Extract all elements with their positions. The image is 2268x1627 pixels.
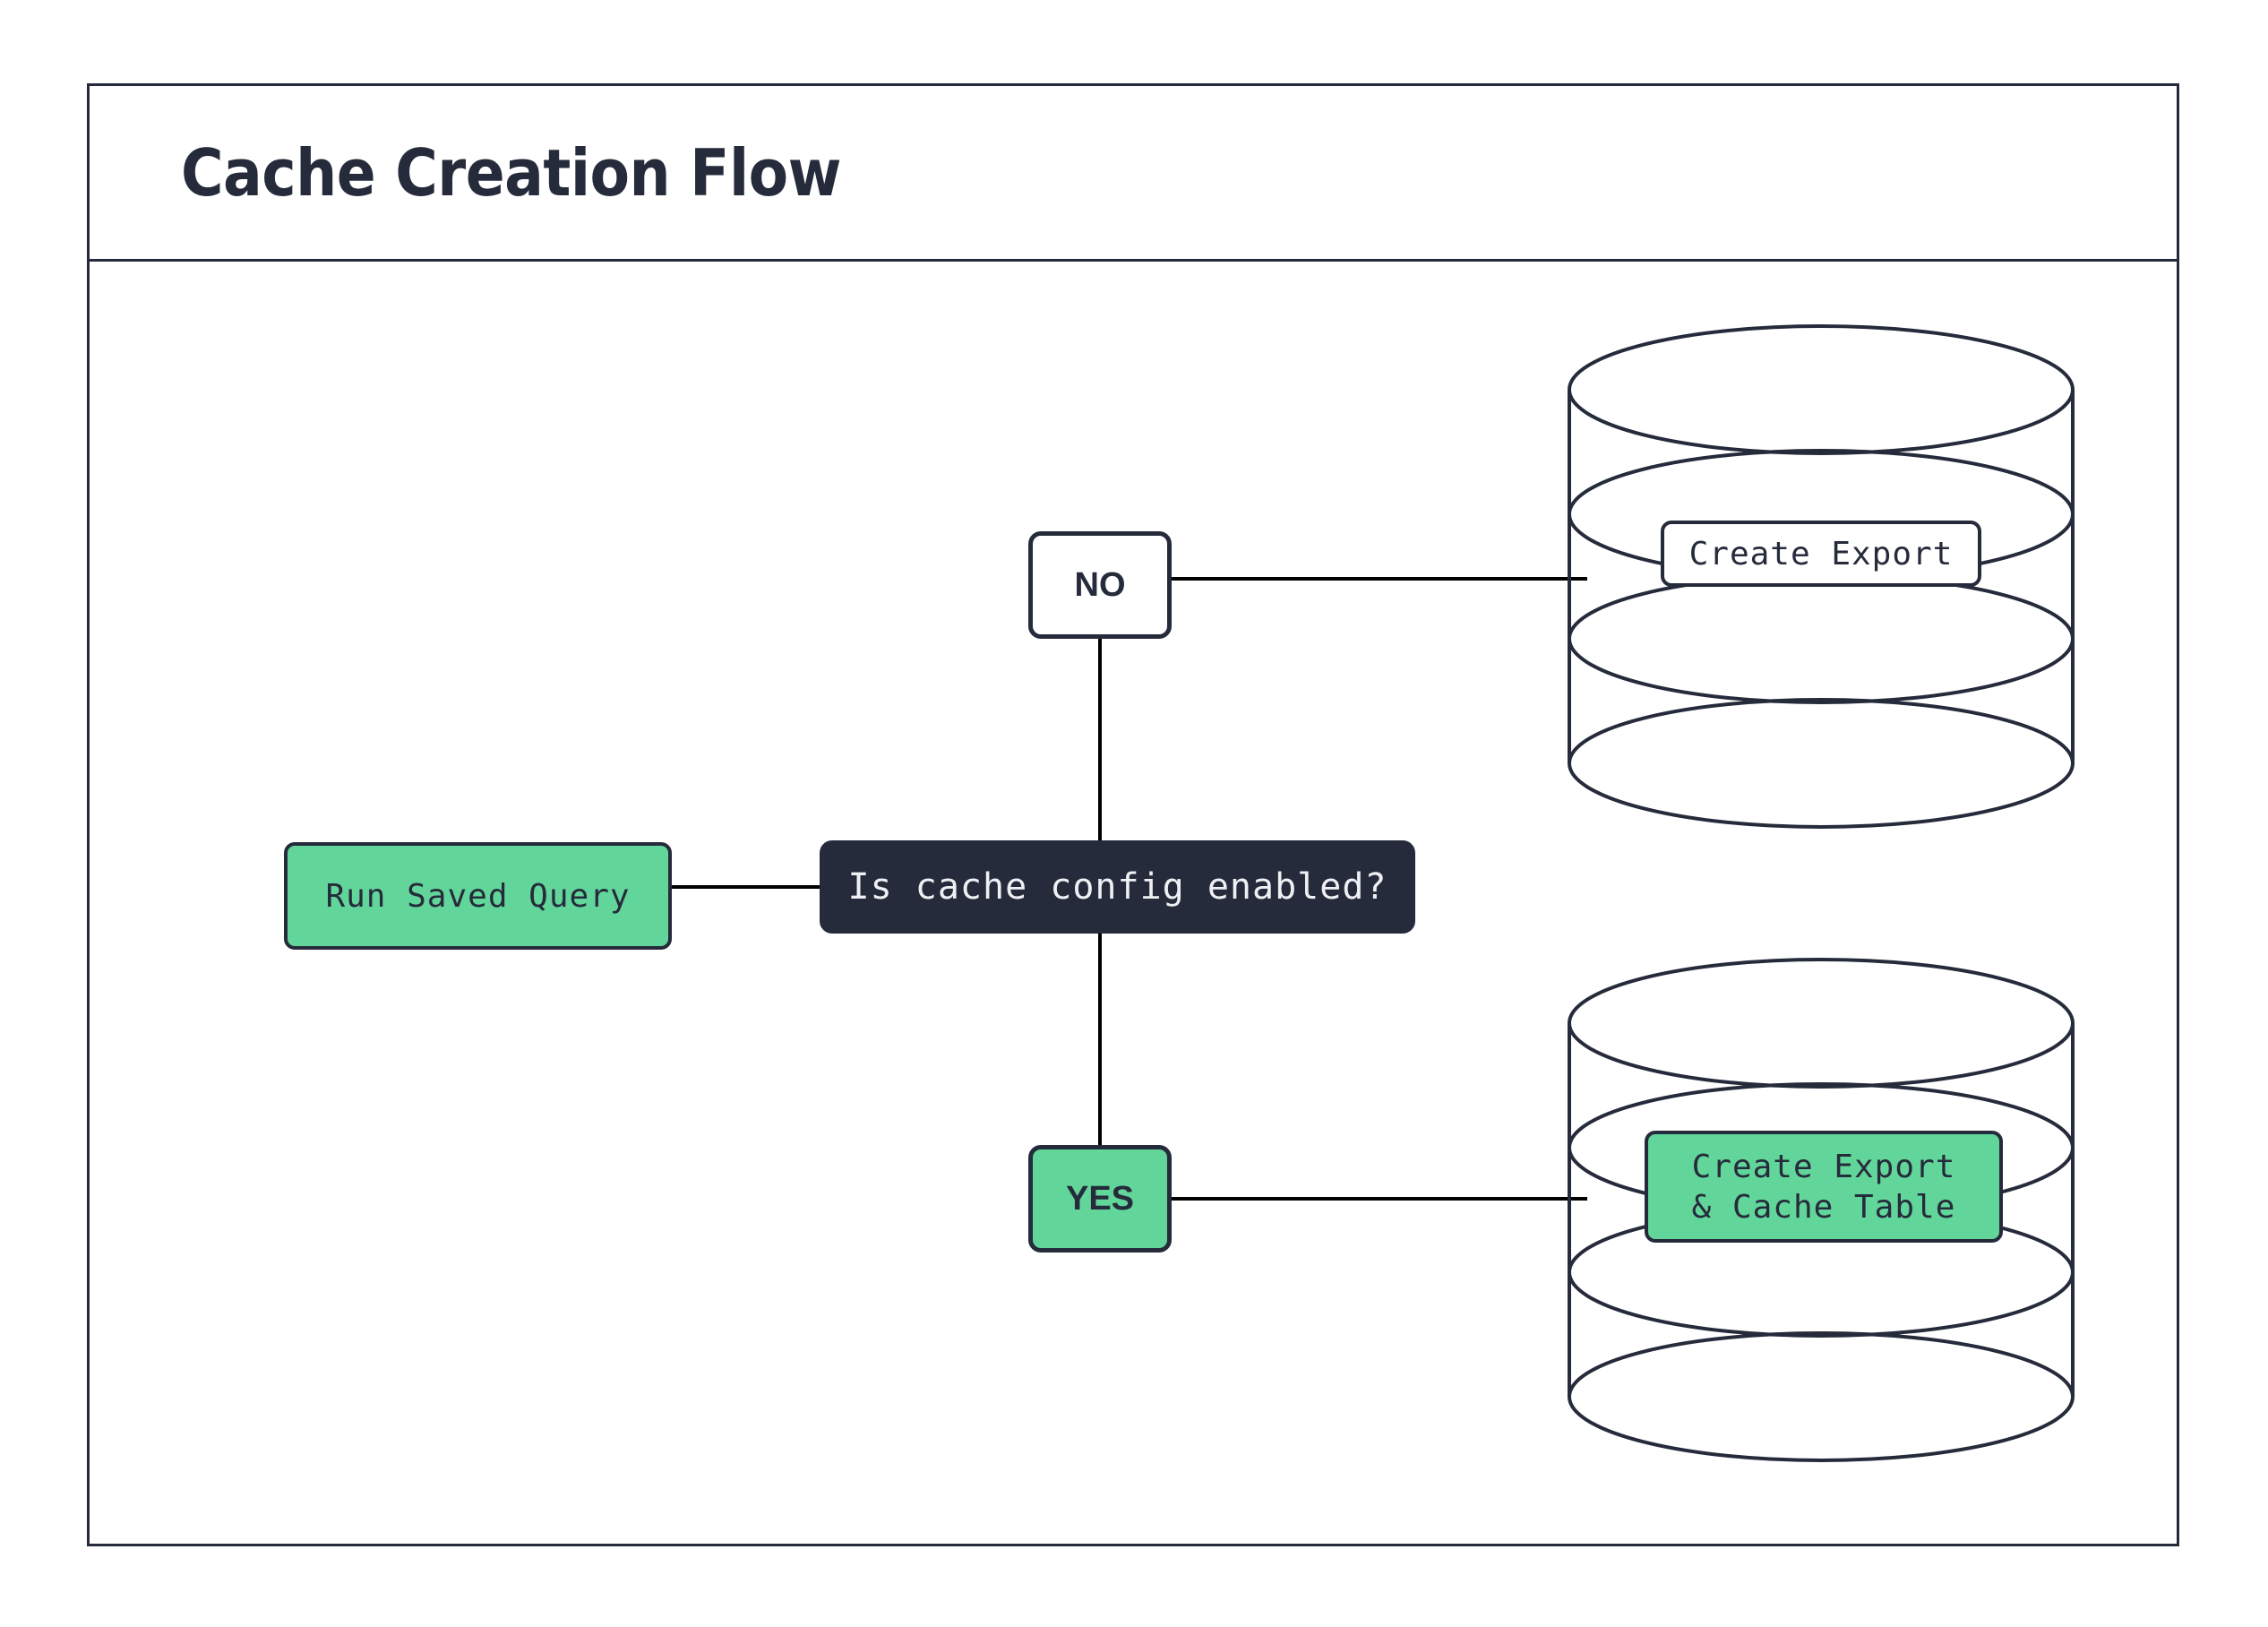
- database-icon: [1568, 958, 2075, 1462]
- database-cylinder-top[interactable]: Create Export: [1566, 321, 2076, 845]
- edge-label-no[interactable]: NO: [1028, 531, 1172, 639]
- node-run-saved-query[interactable]: Run Saved Query: [284, 842, 672, 950]
- database-top-label-line1: Create Export: [1688, 535, 1954, 572]
- database-cylinder-bottom[interactable]: Create Export & Cache Table: [1566, 954, 2076, 1478]
- database-top-label: Create Export: [1661, 521, 1981, 587]
- database-bottom-label: Create Export & Cache Table: [1645, 1131, 2003, 1243]
- edge-label-yes[interactable]: YES: [1028, 1145, 1172, 1253]
- database-bottom-label-line1: Create Export: [1691, 1148, 1956, 1185]
- page-title: Cache Creation Flow: [181, 134, 841, 211]
- database-bottom-label-line2: & Cache Table: [1691, 1188, 1956, 1226]
- node-decision-cache-config[interactable]: Is cache config enabled?: [820, 840, 1415, 934]
- diagram-header: Cache Creation Flow: [90, 86, 2177, 262]
